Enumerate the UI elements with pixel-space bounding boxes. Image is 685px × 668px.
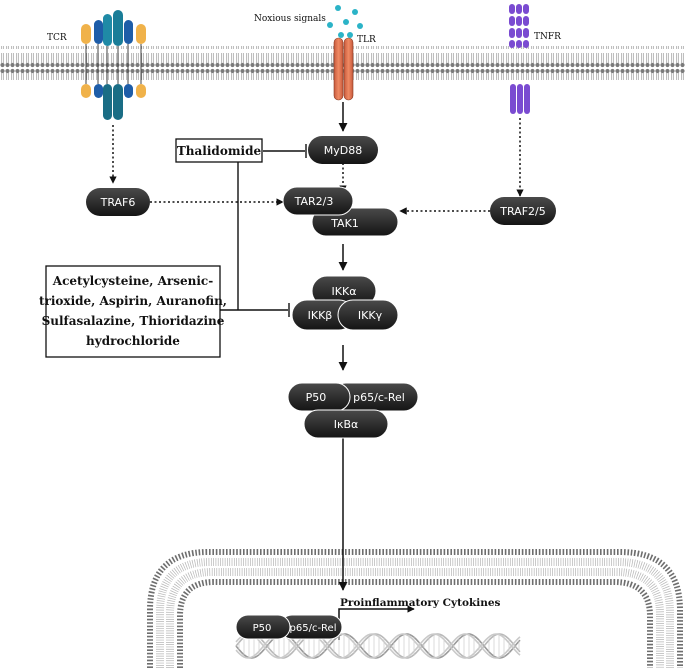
tlr-receptor [333,37,354,101]
traf6-label: TRAF6 [100,196,136,209]
p50-nuclear-node [235,614,291,640]
myd88-label: MyD88 [324,144,362,157]
inhibition-lines [220,144,307,317]
tak1-label: TAK1 [330,217,359,230]
traf25-node [490,197,556,225]
drug-line-1: Acetylcysteine, Arsenic- [52,274,213,288]
ikkb-label: IKKβ [308,309,333,322]
drug-line-2: trioxide, Aspirin, Auranofin, [39,294,227,308]
drug-line-4: hydrochloride [86,334,180,348]
ikba-node [303,409,389,439]
ikkg-node [337,299,399,331]
tar23-node [282,186,354,216]
traf6-node [86,188,150,216]
p65-label: p65/c-Rel [353,391,405,404]
tlr-label: TLR [357,35,376,45]
tcr-receptor [81,10,146,120]
cytokines-label: Proinflammatory Cytokines [340,597,501,609]
tar23-label: TAR2/3 [294,195,334,208]
nuclear-membrane [147,549,683,668]
drug-line-3: Sulfasalazine, Thioridazine [42,314,225,328]
myd88-node [308,136,378,164]
tcr-label: TCR [47,33,67,43]
traf25-label: TRAF2/5 [499,205,545,218]
ikkg-label: IKKγ [358,309,383,322]
thalidomide-box [175,138,263,163]
tnfr-receptor [509,4,530,114]
p65-nuclear-label: p65/c-Rel [290,623,337,634]
arrows [109,102,524,640]
ikka-label: IKKα [332,285,357,298]
p50-nuclear-label: P50 [253,623,272,634]
tnfr-label: TNFR [534,32,561,42]
p50-label: P50 [306,391,327,404]
thalidomide-label: Thalidomide [177,144,262,158]
noxious-signals-label: Noxious signals [254,14,326,24]
drug-list-box [45,265,221,358]
noxious-signal-dots [327,5,363,38]
ikba-label: IκBα [334,418,359,431]
